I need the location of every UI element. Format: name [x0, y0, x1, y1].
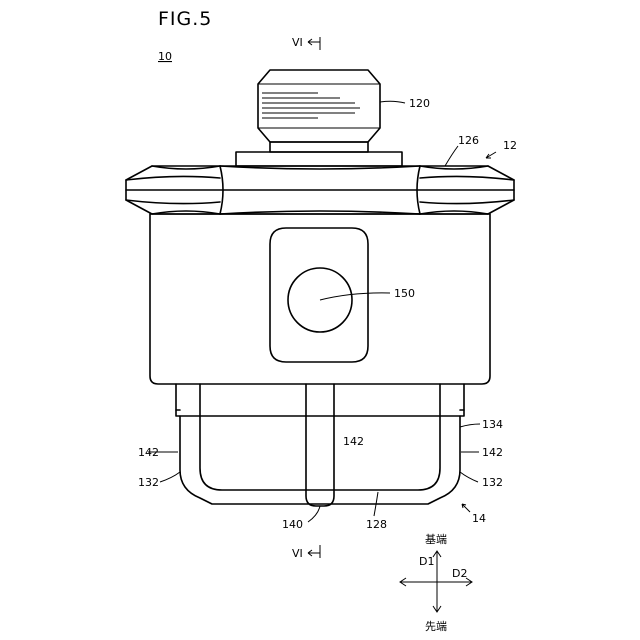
figure-title: FIG.5 — [158, 8, 212, 30]
ref-142-left: 142 — [138, 446, 159, 459]
ref-132-right: 132 — [482, 476, 503, 489]
section-marker-top: VI — [292, 36, 320, 50]
cap-knurl-lines — [262, 93, 360, 118]
ref-14: 14 — [472, 512, 486, 525]
ref-132-left: 132 — [138, 476, 159, 489]
cover-14 — [176, 384, 464, 506]
section-label-top: VI — [292, 36, 303, 49]
flange-plate — [236, 152, 402, 166]
direction-label-proximal: 基端 — [425, 533, 447, 546]
ref-126: 126 — [458, 134, 479, 147]
ref-140: 140 — [282, 518, 303, 531]
direction-label-distal: 先端 — [425, 620, 447, 633]
direction-label-d1: D1 — [419, 555, 434, 568]
ref-128: 128 — [366, 518, 387, 531]
assembly-reference: 10 — [158, 50, 172, 63]
section-marker-bottom: VI — [292, 545, 320, 560]
ref-120: 120 — [409, 97, 430, 110]
section-label-bottom: VI — [292, 547, 303, 560]
ref-134: 134 — [482, 418, 503, 431]
direction-indicator: 基端 先端 D1 D2 — [400, 533, 472, 633]
ref-150: 150 — [394, 287, 415, 300]
ref-12: 12 — [503, 139, 517, 152]
hex-nut-126 — [126, 166, 514, 214]
cap-120 — [258, 70, 380, 152]
ref-142-center: 142 — [343, 435, 364, 448]
direction-label-d2: D2 — [452, 567, 467, 580]
ref-142-right: 142 — [482, 446, 503, 459]
housing-12 — [150, 214, 490, 384]
